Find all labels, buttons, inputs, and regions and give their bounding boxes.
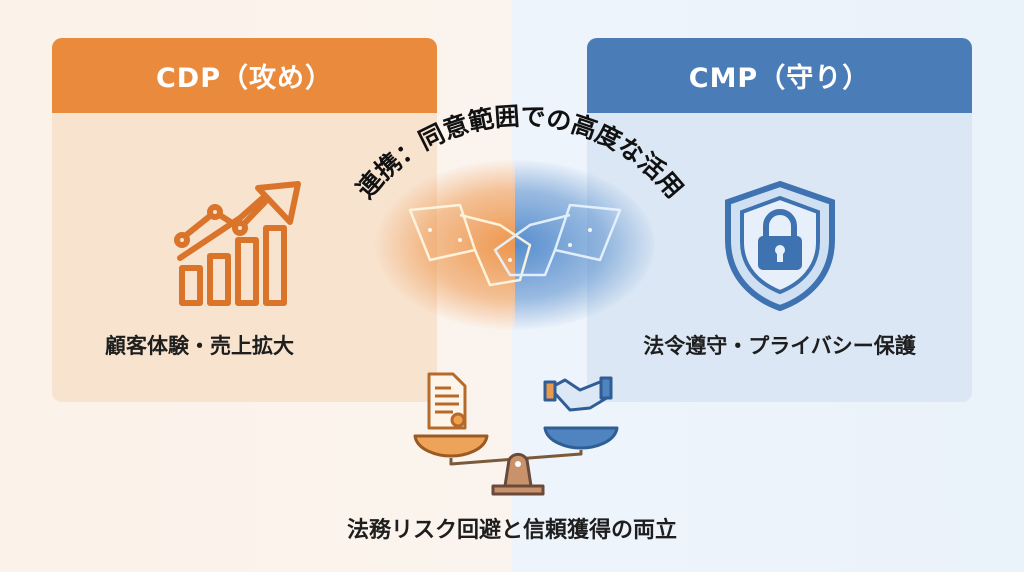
handshake-icon xyxy=(408,203,622,287)
bottom-caption: 法務リスク回避と信頼獲得の両立 xyxy=(346,518,677,543)
cdp-panel: CDP（攻め） 顧客体験・売上拡大 xyxy=(52,38,437,402)
cdp-title: CDP（攻め） xyxy=(52,38,437,113)
arc-text: 連携：同意範囲での高度な活用 xyxy=(351,101,689,203)
cmp-title: CMP（守り） xyxy=(587,38,972,113)
growth-chart-icon xyxy=(174,181,301,306)
shield-lock-icon xyxy=(725,180,835,312)
cdp-caption: 顧客体験・売上拡大 xyxy=(105,334,294,358)
svg-text:連携：同意範囲での高度な活用: 連携：同意範囲での高度な活用 xyxy=(351,101,689,203)
balance-scale-icon xyxy=(413,372,619,496)
cmp-caption: 法令遵守・プライバシー保護 xyxy=(643,334,916,358)
